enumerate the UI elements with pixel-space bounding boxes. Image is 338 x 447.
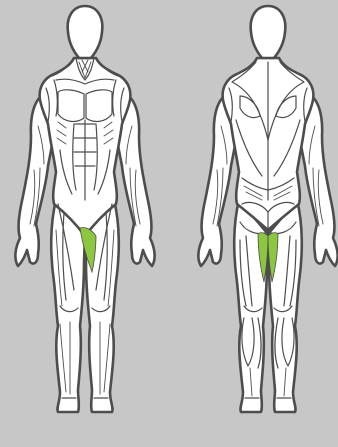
back-body-figure (198, 6, 337, 412)
back-head (251, 6, 286, 58)
front-head (68, 6, 103, 58)
front-body-figure (15, 6, 154, 412)
